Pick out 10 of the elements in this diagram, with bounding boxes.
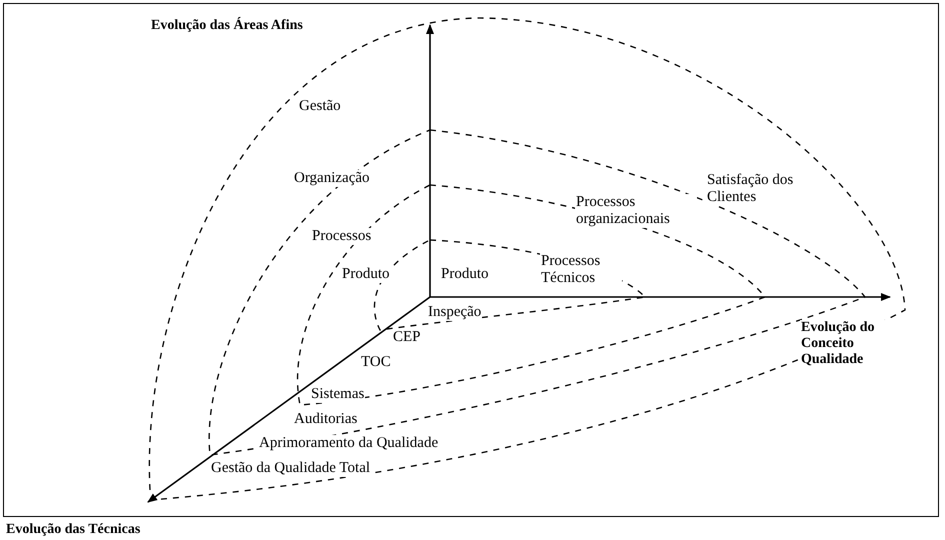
axis-title: Evolução das Áreas Afins (150, 18, 304, 34)
axis-title: Evolução das Técnicas (5, 522, 142, 538)
label: Produto (341, 266, 391, 283)
label: Inspeção (427, 304, 482, 321)
label: Processos (311, 228, 372, 245)
label: Organização (293, 170, 371, 187)
label: Gestão da Qualidade Total (210, 460, 372, 477)
label: Processos organizacionais (575, 194, 697, 228)
label: Aprimoramento da Qualidade (258, 435, 440, 452)
label: Sistemas (310, 386, 366, 403)
